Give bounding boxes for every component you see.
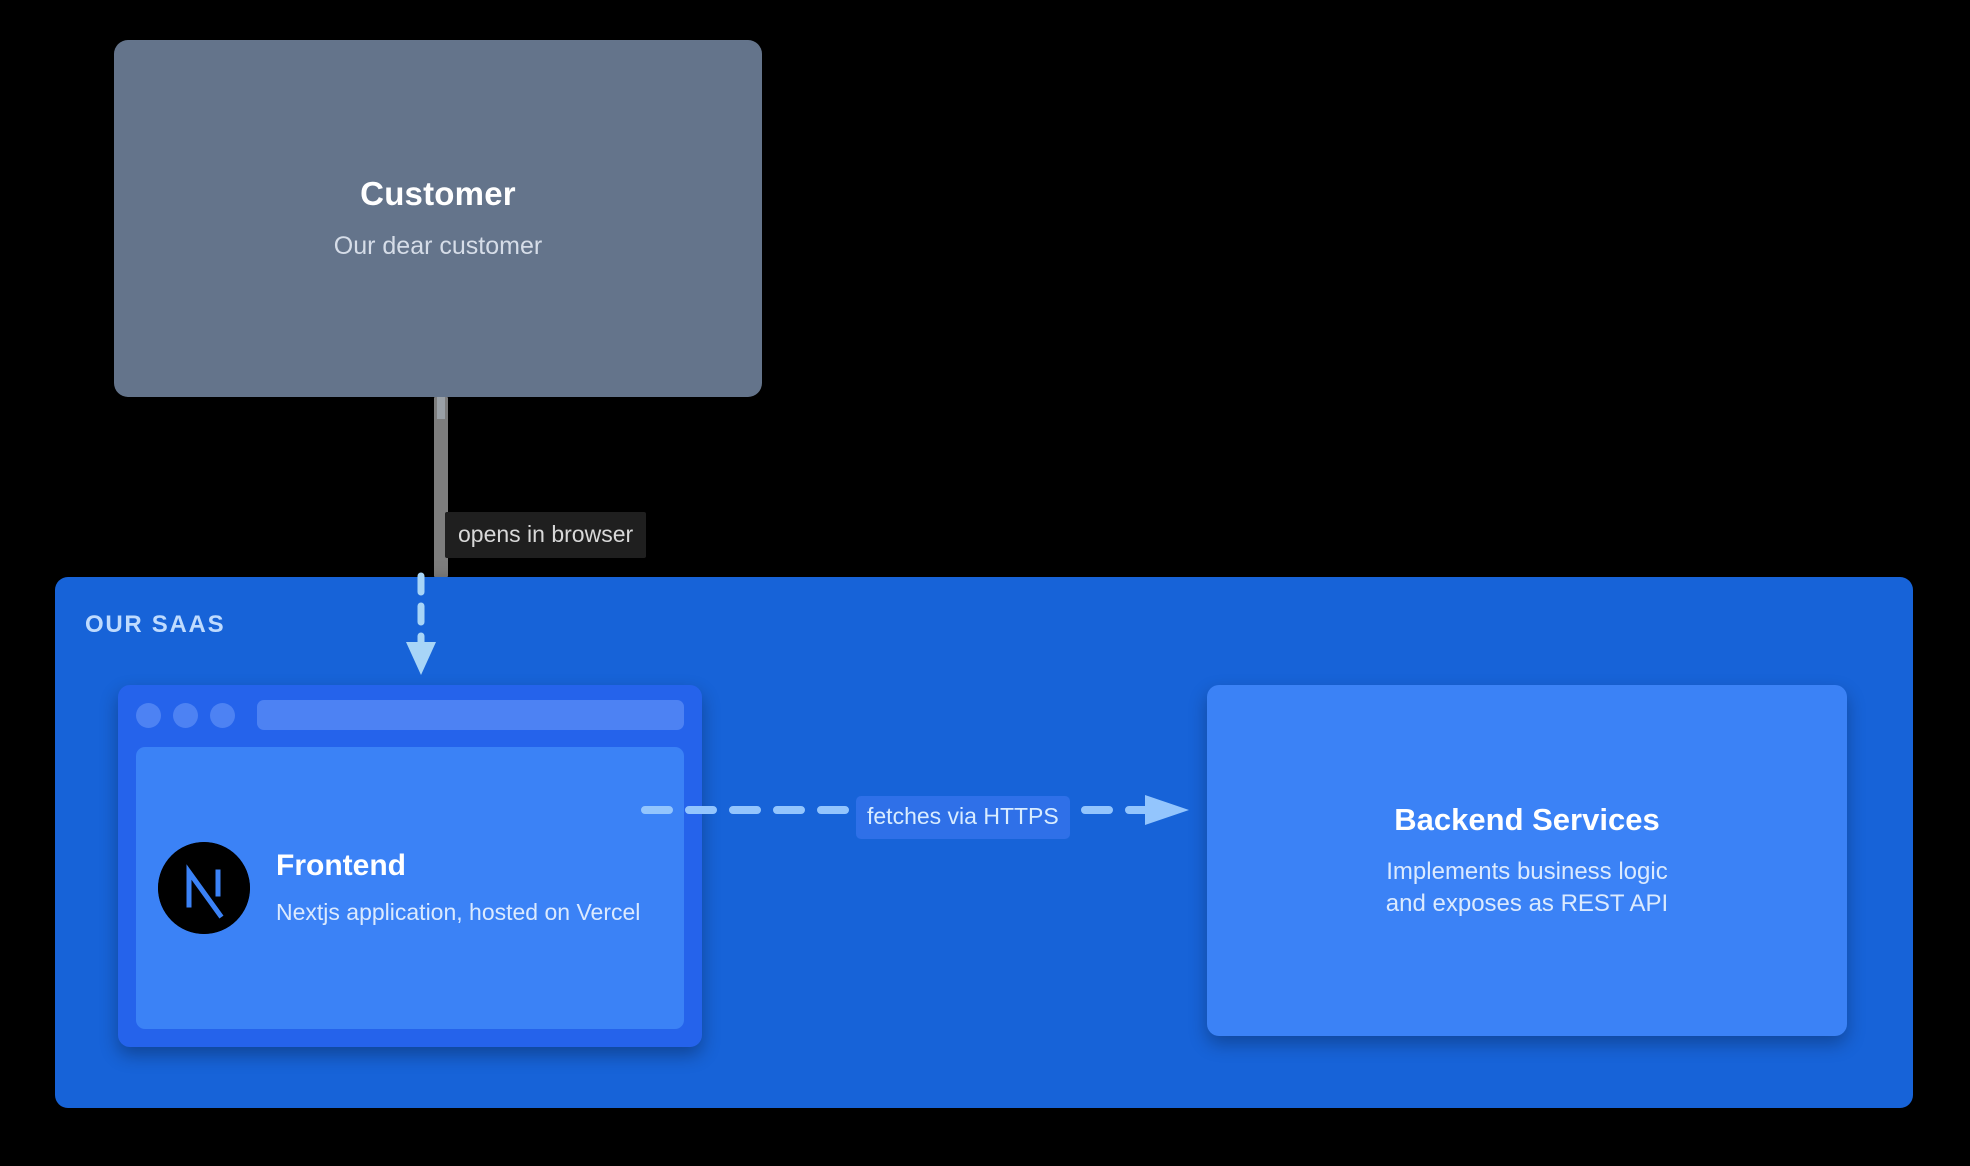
boundary-our-saas[interactable]: OUR SAAS [55, 572, 1913, 1108]
edge-customer-to-frontend-origin-nub [437, 397, 445, 419]
node-backend-services-description: Implements business logic and exposes as… [1386, 856, 1668, 921]
node-customer[interactable]: Customer Our dear customer [114, 40, 762, 397]
browser-chrome [118, 685, 702, 745]
nextjs-logo-icon [158, 842, 250, 934]
browser-url-bar[interactable] [257, 700, 684, 730]
node-frontend[interactable]: Frontend Nextjs application, hosted on V… [118, 685, 702, 1047]
node-backend-services-description-line2: and exposes as REST API [1385, 890, 1669, 918]
node-customer-title: Customer [360, 175, 516, 213]
node-customer-description: Our dear customer [333, 232, 543, 261]
browser-dot-maximize-icon[interactable] [210, 702, 235, 728]
node-frontend-description: Nextjs application, hosted on Vercel [276, 898, 641, 925]
node-backend-services-description-line1: Implements business logic [1386, 857, 1668, 885]
edge-label-fetches-via-https: fetches via HTTPS [856, 796, 1070, 839]
node-frontend-title: Frontend [276, 849, 406, 883]
browser-dot-minimize-icon[interactable] [173, 702, 198, 728]
node-frontend-card[interactable]: Frontend Nextjs application, hosted on V… [136, 747, 684, 1029]
edge-customer-to-frontend-arrow[interactable] [401, 572, 441, 676]
node-frontend-text: Frontend Nextjs application, hosted on V… [276, 849, 666, 926]
edge-customer-to-frontend-outer-line[interactable] [434, 397, 448, 577]
node-backend-services[interactable]: Backend Services Implements business log… [1207, 685, 1847, 1036]
boundary-our-saas-label: OUR SAAS [85, 611, 226, 638]
edge-label-opens-in-browser: opens in browser [445, 512, 647, 558]
browser-dot-close-icon[interactable] [136, 702, 161, 728]
node-backend-services-title: Backend Services [1394, 801, 1660, 837]
